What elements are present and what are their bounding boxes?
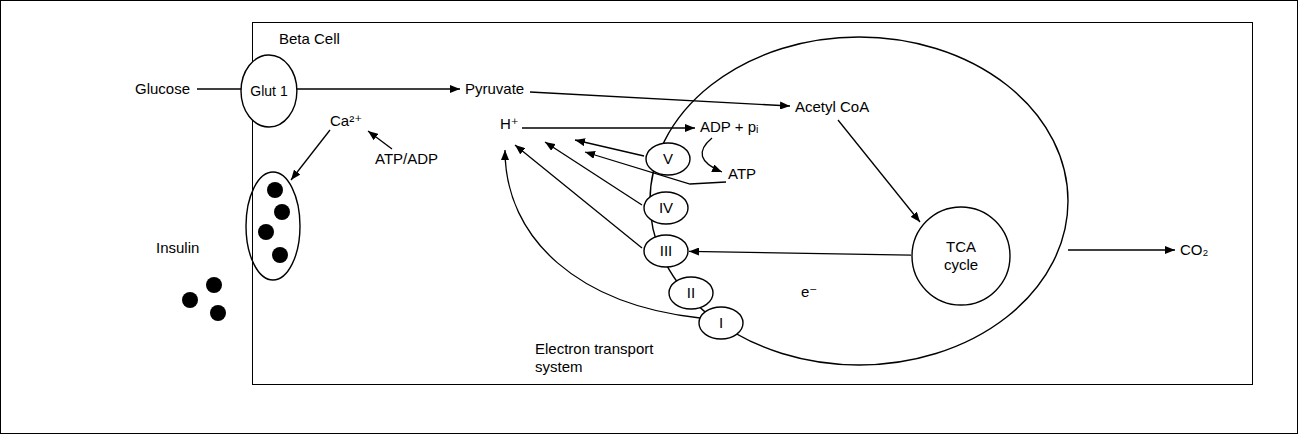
node-outline-shape <box>646 143 690 175</box>
node-label: Glut 1 <box>250 83 287 100</box>
insulin-granule <box>182 292 198 308</box>
acetyl-arrow <box>838 120 920 222</box>
pyruvate-arrow <box>530 92 790 106</box>
node-outline-shape <box>241 55 297 127</box>
tca-cycle-circle: TCA cycle <box>911 206 1011 306</box>
glut-transporter: Glut 1 <box>240 54 298 128</box>
node-label: Beta Cell <box>279 30 340 48</box>
node-label: III <box>660 242 673 260</box>
node-outline-shape <box>650 37 1068 365</box>
etc-complex: V <box>645 142 691 176</box>
metabolite-label: ADP + pᵢ <box>700 118 758 136</box>
etc-complex: I <box>698 306 744 340</box>
proton-pump-arrow <box>575 140 644 156</box>
etc-complex: IV <box>643 191 689 225</box>
cell-membrane: Beta CellGlut 1Insuline⁻VIVIIIIIITCA cyc… <box>252 22 1253 385</box>
node-outline-shape <box>699 307 743 339</box>
insulin-granule <box>272 247 288 263</box>
calcium-arrow <box>291 130 330 180</box>
node-label: IV <box>659 199 673 217</box>
proton-arrow <box>522 127 695 128</box>
metabolite-label: Pyruvate <box>465 80 524 98</box>
insulin-granule <box>258 224 274 240</box>
node-label: V <box>663 150 673 168</box>
insulin-vesicle: Insulin <box>245 171 301 281</box>
metabolite-label: ATP <box>728 165 756 183</box>
node-label: TCA cycle <box>935 238 987 274</box>
node-outline-shape <box>644 235 688 267</box>
insulin-granule <box>274 204 290 220</box>
system-label: Electron transport system <box>535 340 675 376</box>
node-outline-shape <box>912 207 1010 305</box>
product-label: CO₂ <box>1180 241 1208 259</box>
synthase-curve-arrow <box>702 138 722 172</box>
node-outline <box>245 171 301 281</box>
node-outline-shape <box>246 172 300 280</box>
insulin-granule <box>267 182 283 198</box>
etc-complex: III <box>643 234 689 268</box>
substrate-label: Glucose <box>135 80 190 98</box>
proton-pump-arrow <box>515 145 642 248</box>
insulin-granule <box>210 305 226 321</box>
metabolite-label: Acetyl CoA <box>795 98 869 116</box>
glucose-arrow <box>197 88 460 89</box>
node-label: Insulin <box>156 239 199 257</box>
node-outline-shape <box>644 192 688 224</box>
proton-label: H⁺ <box>500 115 519 133</box>
node-label: e⁻ <box>801 283 817 301</box>
flow-arrow <box>689 251 911 255</box>
etc-complex: II <box>668 276 714 310</box>
node-label: I <box>719 314 723 332</box>
node-outline-shape <box>669 277 713 309</box>
node-label: II <box>687 284 695 302</box>
co2-arrow <box>1068 249 1175 250</box>
mitochondrion: e⁻VIVIIIIIITCA cycle <box>649 36 1069 366</box>
ratio-label: ATP/ADP <box>375 150 438 168</box>
insulin-granule <box>206 277 222 293</box>
ratio-arrow <box>368 131 392 149</box>
ion-label: Ca²⁺ <box>330 112 362 130</box>
proton-pump-arrow <box>545 142 642 205</box>
